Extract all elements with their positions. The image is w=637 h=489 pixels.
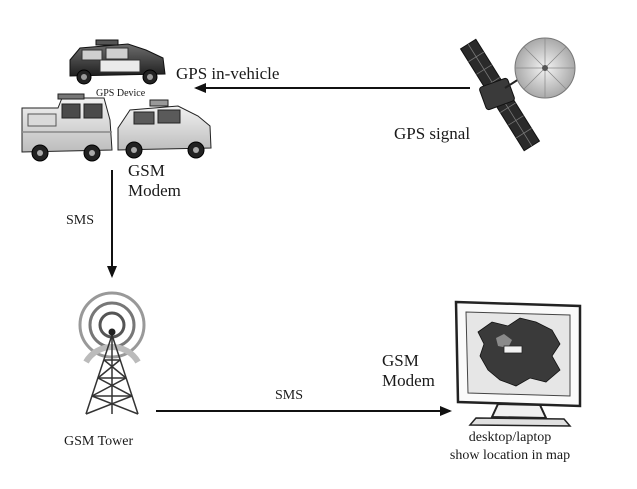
gps-signal-label: GPS signal [394, 124, 471, 143]
gps-in-vehicle-label: GPS in-vehicle [176, 64, 280, 83]
police-car-icon [69, 39, 166, 85]
gsm-modem-bottom-line2: Modem [382, 371, 435, 390]
sms-vertical-label: SMS [66, 213, 95, 228]
gsm-modem-top-line1: GSM [128, 161, 165, 180]
desktop-laptop-label: desktop/laptop [468, 430, 552, 445]
gsm-modem-bottom-line1: GSM [382, 351, 419, 370]
show-location-label: show location in map [449, 448, 571, 463]
vehicles-icon [21, 39, 212, 162]
monitor-map-icon [454, 300, 582, 427]
gps-device-label: GPS Device [96, 88, 146, 99]
gsm-tower-icon [78, 291, 146, 415]
satellite-icon [459, 37, 576, 152]
taxi-icon [117, 99, 212, 159]
gsm-modem-top-line2: Modem [128, 181, 181, 200]
gsm-tower-label: GSM Tower [64, 434, 134, 449]
ambulance-icon [21, 93, 113, 162]
sms-horizontal-label: SMS [275, 388, 304, 403]
